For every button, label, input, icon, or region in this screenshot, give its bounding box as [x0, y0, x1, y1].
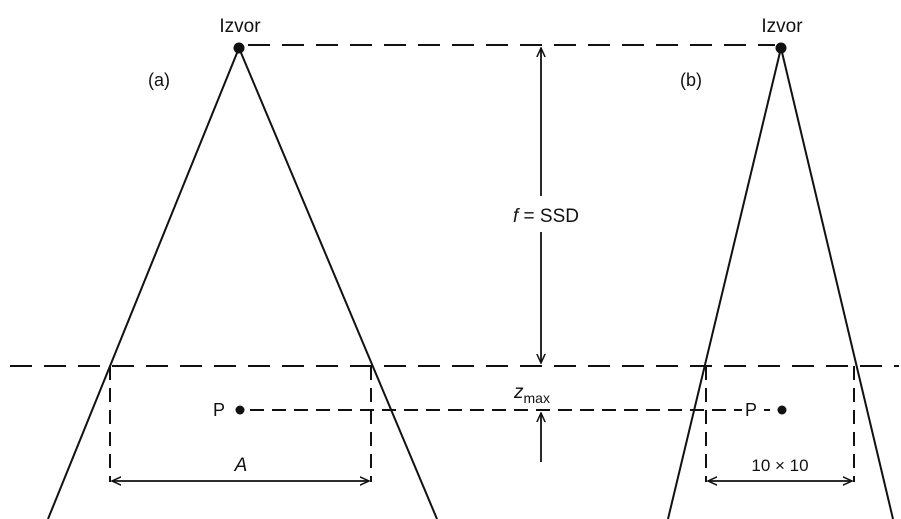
panel-a-width-label: A [234, 455, 248, 476]
panel-a-source-label: Izvor [219, 16, 261, 37]
panel-b-source-label: Izvor [761, 16, 803, 37]
panel-a-beam-edge-right [238, 47, 438, 519]
zmax-label: zmax [513, 382, 550, 406]
panel-a-label: (a) [148, 70, 170, 90]
panel-b: (b) Izvor P 10 × 10 [667, 16, 894, 519]
ssd-text: = SSD [518, 206, 579, 227]
panel-b-beam-edge-right [780, 47, 894, 519]
zmax-subscript: max [524, 390, 550, 406]
panel-b-width-label: 10 × 10 [751, 456, 808, 475]
zmax-base: z [513, 382, 524, 403]
panel-a-beam-edge-left [47, 47, 240, 519]
ssd-label: f = SSD [513, 206, 579, 227]
panel-a-point-label: P [213, 400, 225, 420]
ssd-symbol: f [513, 206, 520, 227]
panel-a-point-dot [235, 405, 245, 415]
center-dimensions: f = SSD zmax [505, 48, 595, 462]
panel-b-label: (b) [680, 70, 702, 90]
panel-b-point-dot [777, 405, 787, 415]
panel-a: (a) Izvor P A [47, 16, 438, 519]
panel-b-point-label: P [745, 400, 757, 420]
panel-b-beam-edge-left [667, 47, 782, 519]
